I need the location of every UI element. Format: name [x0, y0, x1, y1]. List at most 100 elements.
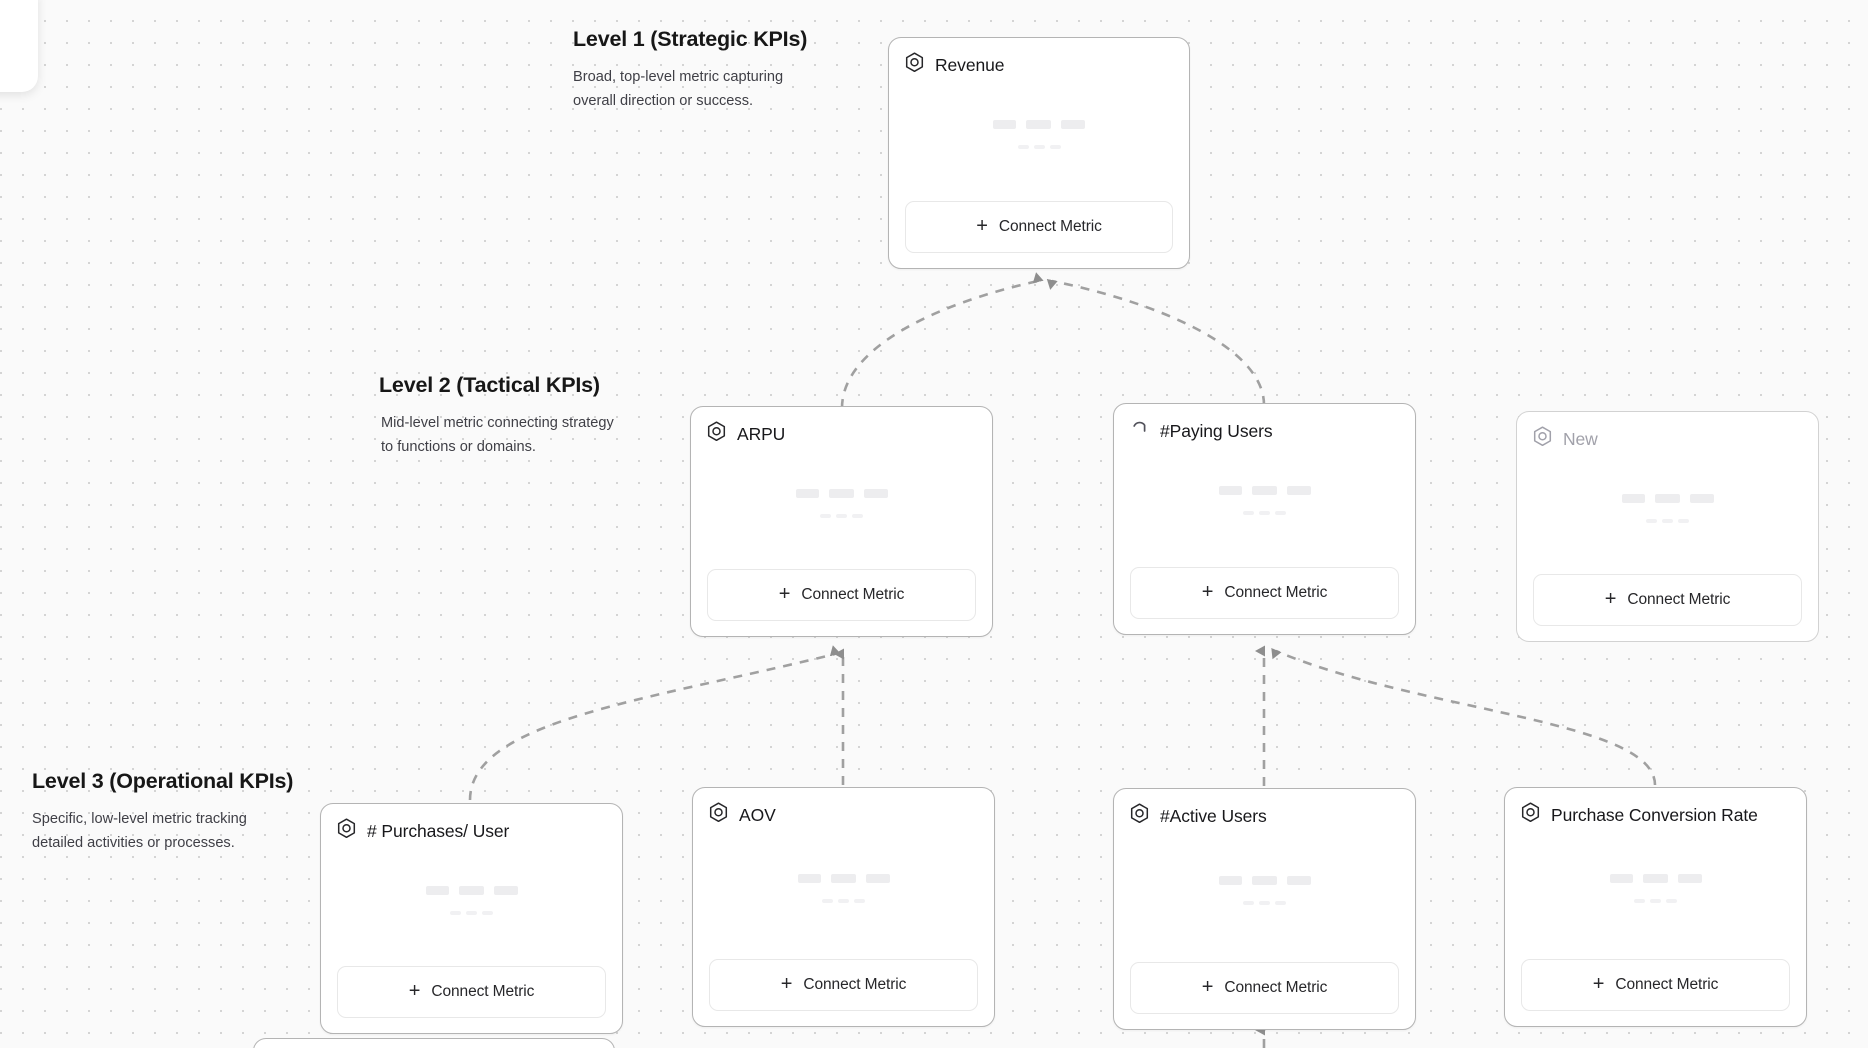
plus-icon: +: [1201, 581, 1214, 603]
card-skeleton-body: [1533, 452, 1802, 574]
connect-metric-button[interactable]: + Connect Metric: [1130, 567, 1399, 619]
skeleton-row-primary: [1218, 486, 1311, 495]
skeleton-bar: [1218, 876, 1242, 885]
plus-icon: +: [1201, 976, 1214, 998]
level-1-description: Broad, top-level metric capturing overal…: [573, 69, 784, 109]
skeleton-bar: [1678, 518, 1689, 523]
skeleton-bar: [865, 874, 890, 883]
connect-metric-button[interactable]: + Connect Metric: [1130, 962, 1399, 1014]
level-2-description: Mid-level metric connecting strategy to …: [381, 415, 614, 455]
card-skeleton-body: [1130, 829, 1399, 962]
hexagon-target-icon: [337, 818, 356, 844]
connect-metric-label: Connect Metric: [998, 218, 1102, 235]
metric-card-revenue[interactable]: Revenue + Connect Metric: [888, 37, 1190, 269]
skeleton-bar: [1243, 511, 1254, 515]
card-title: Purchase Conversion Rate: [1551, 804, 1758, 825]
metric-card-aov[interactable]: AOV + Connect Metric: [692, 787, 995, 1027]
plus-icon: +: [976, 215, 988, 237]
connect-metric-label: Connect Metric: [1224, 979, 1328, 996]
metric-card-purchase-conversion-rate[interactable]: Purchase Conversion Rate + Connect Metri…: [1504, 787, 1807, 1027]
skeleton-bar: [1275, 901, 1286, 905]
skeleton-row-primary: [425, 885, 518, 895]
skeleton-bar: [1634, 899, 1645, 903]
skeleton-bar: [493, 885, 518, 895]
card-skeleton-body: [1521, 828, 1790, 959]
skeleton-bar: [1654, 493, 1680, 503]
skeleton-bar: [828, 488, 854, 498]
card-skeleton-body: [337, 844, 606, 966]
skeleton-bar: [863, 488, 888, 498]
card-header: #Paying Users: [1130, 418, 1399, 444]
skeleton-bar: [1689, 493, 1714, 503]
metric-card-arpu[interactable]: ARPU + Connect Metric: [690, 406, 993, 637]
skeleton-bar: [1642, 874, 1668, 883]
metric-card-active-users[interactable]: #Active Users + Connect Metric: [1113, 788, 1416, 1030]
skeleton-bar: [1259, 901, 1270, 905]
skeleton-row-secondary: [1646, 518, 1689, 523]
connect-metric-button[interactable]: + Connect Metric: [337, 966, 606, 1018]
skeleton-bar: [1286, 876, 1311, 885]
card-title: # Purchases/ User: [367, 820, 510, 841]
skeleton-row-secondary: [1243, 901, 1286, 905]
skeleton-bar: [1621, 493, 1645, 503]
metric-card-purchases-per-user[interactable]: # Purchases/ User + Connect Metric: [320, 803, 623, 1034]
skeleton-bar: [1259, 511, 1270, 515]
card-skeleton-body: [709, 828, 978, 959]
skeleton-bar: [1286, 486, 1311, 495]
skeleton-bar: [830, 874, 856, 883]
skeleton-bar: [1646, 518, 1657, 523]
plus-icon: +: [778, 583, 791, 605]
skeleton-row-primary: [1609, 874, 1702, 883]
card-title: New: [1563, 428, 1598, 449]
connect-metric-label: Connect Metric: [1224, 584, 1328, 601]
plus-icon: +: [1604, 588, 1617, 610]
skeleton-bar: [1650, 899, 1661, 903]
floating-toolbar-panel[interactable]: [0, 0, 38, 92]
level-1-title: Level 1 (Strategic KPIs): [573, 27, 808, 51]
metric-card-new[interactable]: New + Connect Metric: [1516, 411, 1819, 642]
skeleton-bar: [795, 488, 819, 498]
hexagon-target-icon: [709, 802, 728, 828]
metric-card-paying-users[interactable]: #Paying Users + Connect Metric: [1113, 403, 1416, 635]
connect-metric-button[interactable]: + Connect Metric: [707, 569, 976, 621]
skeleton-row-secondary: [820, 513, 863, 518]
connect-metric-button[interactable]: + Connect Metric: [905, 201, 1173, 253]
connect-metric-label: Connect Metric: [803, 976, 907, 993]
plus-icon: +: [1592, 973, 1605, 995]
skeleton-bar: [1609, 874, 1633, 883]
skeleton-bar: [1061, 120, 1085, 129]
edge-purchases-to-arpu: [468, 645, 841, 801]
skeleton-bar: [458, 885, 484, 895]
card-stub-below-purchases[interactable]: [253, 1038, 615, 1048]
connect-metric-button[interactable]: + Connect Metric: [709, 959, 978, 1011]
skeleton-bar: [1049, 145, 1061, 149]
connect-metric-button[interactable]: + Connect Metric: [1521, 959, 1790, 1011]
skeleton-bar: [1026, 120, 1051, 129]
connect-metric-button[interactable]: + Connect Metric: [1533, 574, 1802, 626]
skeleton-row-secondary: [822, 899, 865, 903]
skeleton-row-secondary: [1634, 899, 1677, 903]
skeleton-bar: [1251, 486, 1277, 495]
skeleton-bar: [1218, 486, 1242, 495]
card-header: Revenue: [905, 52, 1173, 78]
card-skeleton-body: [707, 447, 976, 569]
level-1-label-group: Level 1 (Strategic KPIs) Broad, top-leve…: [573, 27, 823, 113]
skeleton-bar: [820, 513, 831, 518]
skeleton-bar: [838, 899, 849, 903]
connect-metric-label: Connect Metric: [801, 586, 905, 603]
card-skeleton-body: [905, 78, 1173, 201]
skeleton-bar: [450, 910, 461, 915]
skeleton-bar: [425, 885, 449, 895]
skeleton-bar: [822, 899, 833, 903]
hexagon-target-icon: [1533, 426, 1552, 452]
skeleton-bar: [836, 513, 847, 518]
skeleton-bar: [1243, 901, 1254, 905]
skeleton-row-primary: [1218, 876, 1311, 885]
card-title: #Paying Users: [1160, 420, 1273, 441]
card-header: #Active Users: [1130, 803, 1399, 829]
level-2-title: Level 2 (Tactical KPIs): [379, 373, 600, 397]
hexagon-target-icon: [1130, 803, 1149, 829]
skeleton-bar: [1017, 145, 1029, 149]
card-header: # Purchases/ User: [337, 818, 606, 844]
